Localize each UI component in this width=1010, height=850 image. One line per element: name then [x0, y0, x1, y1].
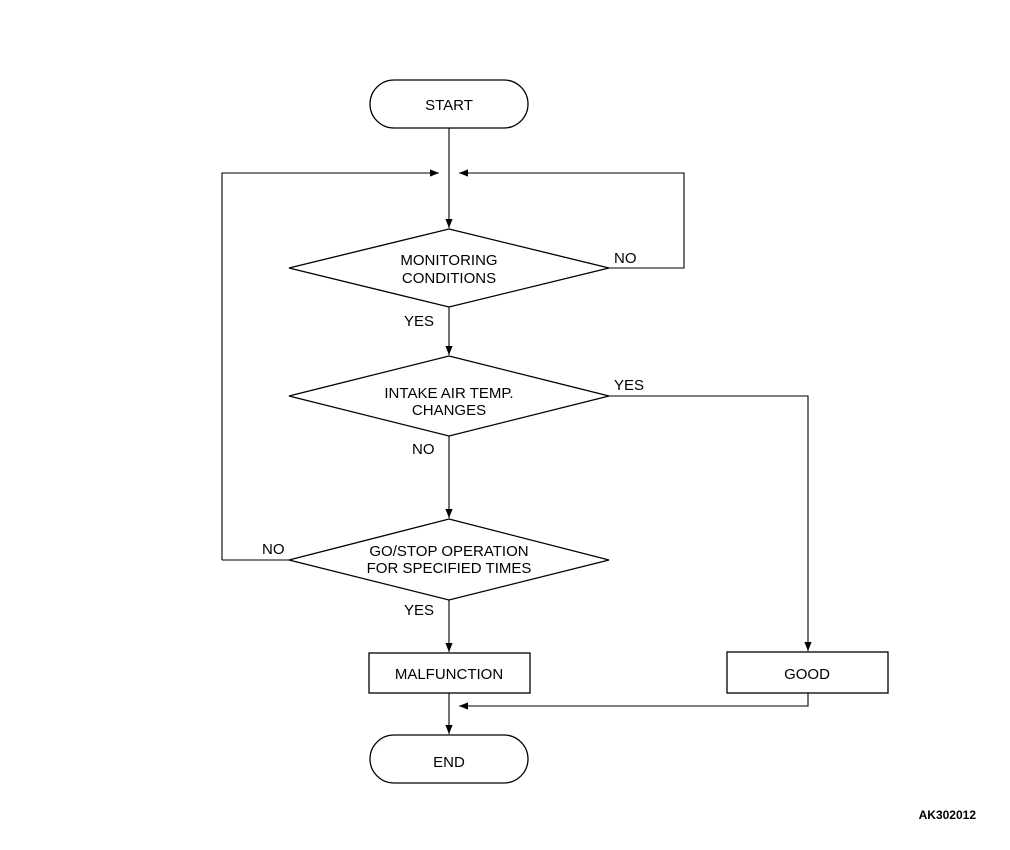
- monitoring-line2: CONDITIONS: [402, 270, 496, 287]
- malfunction-label: MALFUNCTION: [395, 666, 503, 683]
- gostop-no-label: NO: [262, 541, 285, 558]
- good-to-end: [459, 693, 809, 710]
- figure-code: AK302012: [919, 808, 977, 822]
- gostop-line1: GO/STOP OPERATION: [369, 543, 528, 560]
- intake-air-temp-decision: INTAKE AIR TEMP. CHANGES: [288, 355, 610, 437]
- start-label: START: [425, 97, 473, 114]
- end-label: END: [433, 754, 465, 771]
- monitoring-no-loop: [459, 169, 685, 269]
- intake-yes-to-good: [609, 395, 812, 651]
- gostop-line2: FOR SPECIFIED TIMES: [367, 560, 532, 577]
- intake-no-label: NO: [412, 441, 435, 458]
- monitoring-conditions-decision: MONITORING CONDITIONS: [288, 228, 610, 308]
- gostop-no-loop: [221, 169, 439, 560]
- gostop-yes-label: YES: [404, 602, 434, 619]
- intake-yes-label: YES: [614, 377, 644, 394]
- monitoring-yes-label: YES: [404, 313, 434, 330]
- malfunction-box: MALFUNCTION: [368, 652, 531, 694]
- go-stop-operation-decision: GO/STOP OPERATION FOR SPECIFIED TIMES: [288, 518, 610, 601]
- intake-line1: INTAKE AIR TEMP.: [384, 385, 513, 402]
- monitoring-no-label: NO: [614, 250, 637, 267]
- monitoring-line1: MONITORING: [400, 252, 497, 269]
- start-terminal: START: [369, 79, 529, 129]
- intake-line2: CHANGES: [412, 402, 486, 419]
- end-terminal: END: [369, 734, 529, 784]
- good-label: GOOD: [784, 666, 830, 683]
- good-box: GOOD: [726, 651, 889, 694]
